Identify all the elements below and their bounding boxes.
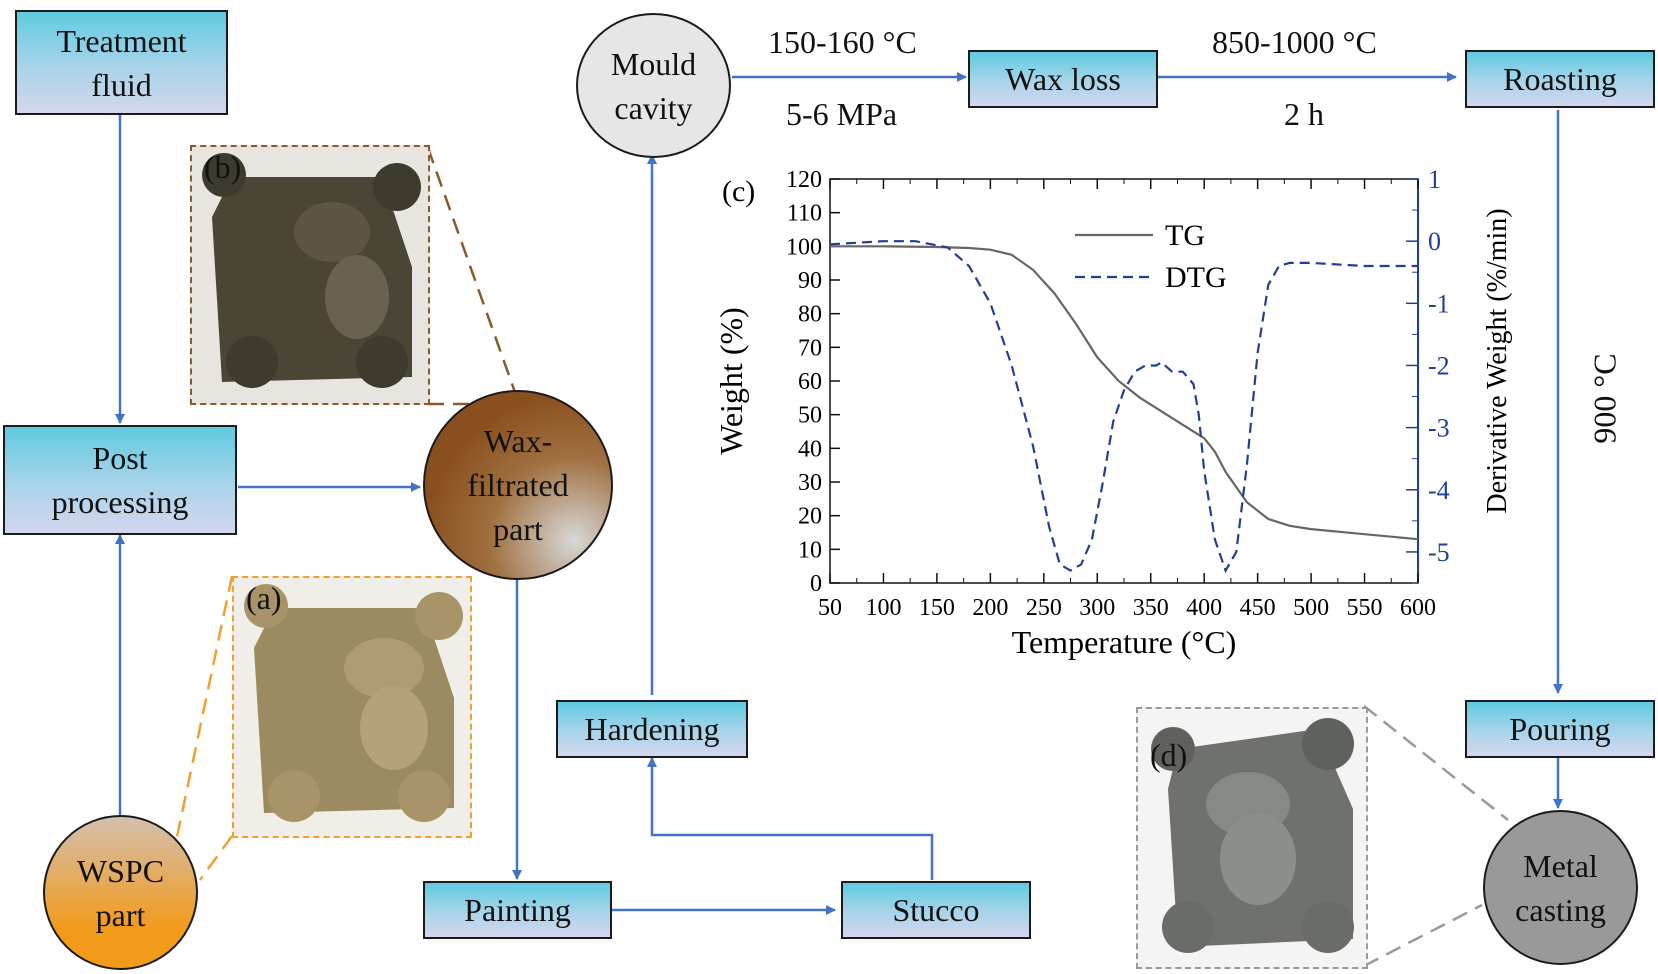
y-tick-label: 80 (798, 302, 822, 328)
y-tick-label: 10 (798, 537, 822, 563)
y-tick-label: 70 (798, 335, 822, 361)
photo-d-metal: (d) (1136, 707, 1368, 969)
y-tick-label: 0 (810, 571, 822, 597)
y2-axis-label: Derivative Weight (%/min) (1482, 208, 1513, 513)
zoom-line-d-top (1363, 705, 1509, 821)
x-tick-label: 250 (1026, 595, 1062, 621)
y2-tick-label: -3 (1428, 414, 1450, 443)
hardening-box: Hardening (556, 700, 748, 758)
x-tick-label: 350 (1133, 595, 1169, 621)
x-tick-label: 200 (972, 595, 1008, 621)
y-tick-label: 120 (786, 167, 822, 193)
x-tick-label: 50 (818, 595, 842, 621)
arrow-stucco-to-hardening (647, 757, 934, 880)
legend-label-dtg: DTG (1165, 261, 1227, 294)
y2-tick-label: -2 (1428, 351, 1450, 380)
y2-tick-label: -5 (1428, 538, 1450, 567)
x-tick-label: 100 (865, 595, 901, 621)
x-tick-label: 450 (1240, 595, 1276, 621)
x-axis-label: Temperature (°C) (1012, 624, 1237, 660)
legend-label-tg: TG (1165, 219, 1205, 252)
wspc-part-circle: WSPC part (43, 815, 198, 970)
y-tick-label: 20 (798, 504, 822, 530)
post-processing-box: Post processing (3, 425, 237, 535)
photo-a-label: (a) (246, 580, 282, 616)
y2-tick-label: -4 (1428, 476, 1450, 505)
y-tick-label: 60 (798, 369, 822, 395)
wax-loss-box: Wax loss (968, 50, 1158, 108)
photo-d-label: (d) (1150, 737, 1188, 773)
part-b-image (202, 153, 421, 388)
zoom-line-a-bottom (198, 835, 234, 881)
y-tick-label: 110 (787, 201, 822, 227)
mould-cavity-circle: Mould cavity (576, 13, 731, 158)
photo-b-wax-filtrated: (b) (190, 145, 430, 405)
wax-filtrated-part-circle: Wax- filtrated part (423, 390, 613, 580)
metal-casting-circle: Metal casting (1483, 810, 1638, 965)
roast-temp-label: 850-1000 °C (1212, 24, 1377, 60)
plot-frame (829, 178, 1419, 584)
x-tick-label: 300 (1079, 595, 1115, 621)
pouring-box: Pouring (1465, 700, 1655, 758)
zoom-line-b-top (426, 147, 518, 396)
chart-panel-label: (c) (722, 175, 755, 208)
stucco-box: Stucco (841, 881, 1031, 939)
wax-temp-label: 150-160 °C (768, 24, 917, 60)
series-line-dtg (829, 240, 1418, 574)
photo-a-wspc: (a) (232, 576, 472, 838)
x-tick-label: 400 (1186, 595, 1222, 621)
wax-pressure-label: 5-6 MPa (786, 96, 898, 132)
y2-tick-label: 1 (1428, 165, 1441, 194)
y2-tick-label: 0 (1428, 227, 1441, 256)
y2-tick-label: -1 (1428, 289, 1450, 318)
x-tick-label: 600 (1400, 595, 1436, 621)
y-tick-label: 50 (798, 403, 822, 429)
pour-temp-label: 900 °C (1586, 353, 1623, 444)
photo-b-label: (b) (204, 149, 242, 185)
treatment-fluid-box: Treatment fluid (15, 10, 228, 115)
x-tick-label: 150 (919, 595, 955, 621)
roasting-box: Roasting (1465, 50, 1655, 108)
x-tick-label: 500 (1293, 595, 1329, 621)
y-tick-label: 30 (798, 470, 822, 496)
part-d-image (1151, 718, 1354, 953)
y-tick-label: 100 (786, 234, 822, 260)
x-tick-label: 550 (1347, 595, 1383, 621)
series-line-tg (830, 245, 1419, 541)
zoom-line-a-top (168, 575, 234, 871)
y-tick-label: 90 (798, 268, 822, 294)
part-a-image (244, 584, 463, 822)
roast-time-label: 2 h (1284, 96, 1324, 132)
painting-box: Painting (423, 881, 612, 939)
zoom-line-d-bottom (1363, 903, 1483, 968)
y-tick-label: 40 (798, 436, 822, 462)
y-axis-label: Weight (%) (713, 307, 749, 455)
